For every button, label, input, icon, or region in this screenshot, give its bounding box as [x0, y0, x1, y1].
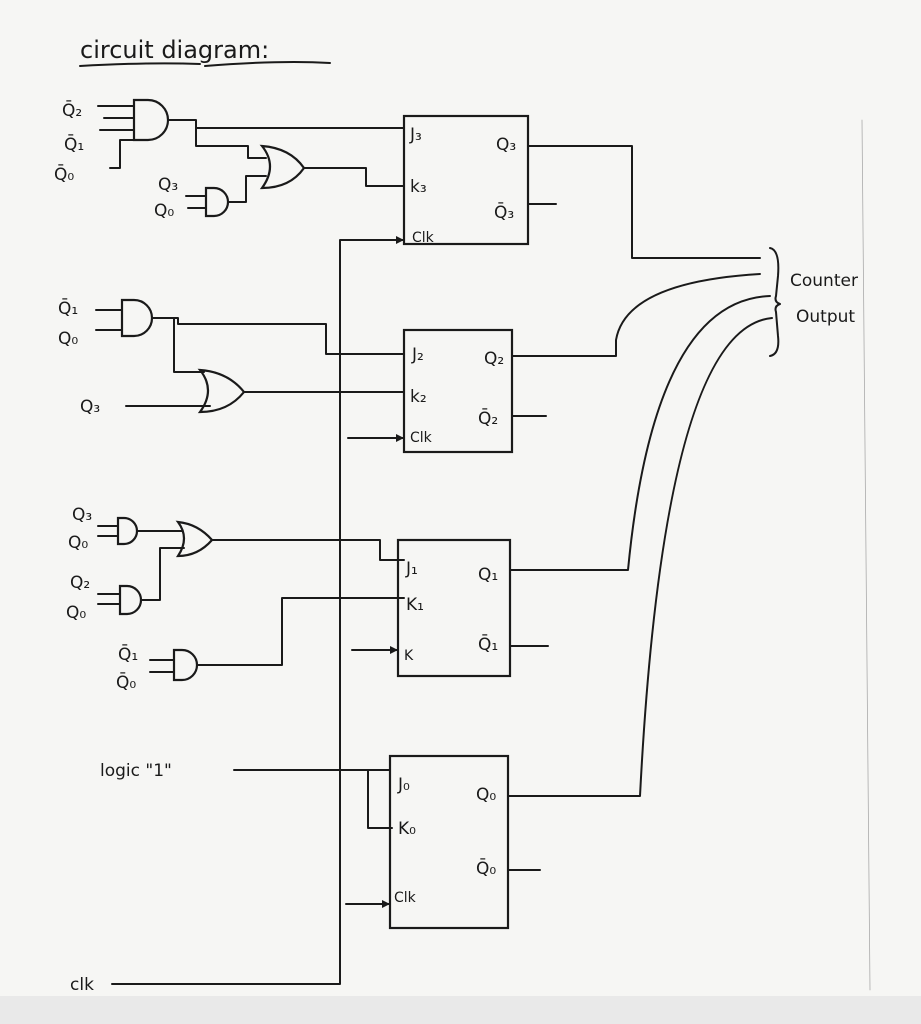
clk-label: clk	[70, 975, 94, 995]
g1-input-q2bar: Q̄₂	[62, 99, 82, 121]
ff2-j-label: J₂	[411, 345, 424, 365]
logic-one-label: logic "1"	[100, 761, 172, 781]
ff2-k-label: k₂	[410, 387, 427, 407]
paper-margin-line	[861, 119, 871, 991]
ff1-k-label: K₁	[406, 595, 424, 615]
g5-g6-wires	[97, 525, 185, 605]
and-gate-2	[204, 186, 230, 218]
or-gate-2	[197, 368, 246, 414]
g1-output-wire	[167, 119, 405, 159]
g6-input-q2: Q₂	[70, 573, 90, 593]
and-gate-5	[116, 516, 139, 546]
output-brace	[769, 247, 781, 357]
output-label-line2: Output	[796, 307, 855, 327]
ff1-j-label: J₁	[405, 559, 418, 579]
q3-output-wire	[527, 145, 761, 259]
diagram-title: circuit diagram:	[80, 36, 269, 64]
g1-input-q0bar: Q̄₀	[54, 163, 74, 185]
g7-input-q0bar: Q̄₀	[116, 671, 136, 693]
clock-bus	[111, 239, 405, 985]
ff3-clk-label: Clk	[412, 230, 435, 246]
or-gate-1	[259, 144, 306, 190]
ff1-q-label: Q₁	[478, 565, 498, 585]
flipflop-3	[402, 114, 530, 246]
flipflop-2	[402, 328, 514, 454]
g7-to-k1-wire	[149, 597, 405, 673]
ff3-q-label: Q₃	[496, 135, 516, 155]
output-label-line1: Counter	[790, 271, 858, 291]
and-gate-3	[120, 298, 154, 338]
or-gate-3	[175, 520, 214, 558]
ff2-qbar-label: Q̄₂	[478, 407, 498, 429]
or3-to-j1-wire	[211, 539, 405, 561]
and-gate-7	[172, 648, 199, 682]
bottom-band	[0, 996, 921, 1024]
ff0-clk-label: Clk	[394, 890, 417, 906]
g3-input-q0: Q₀	[58, 329, 78, 349]
g2-input-q0: Q₀	[154, 201, 174, 221]
ff1-qbar-label: Q̄₁	[478, 633, 498, 655]
g6-input-q0: Q₀	[66, 603, 86, 623]
q2-output-wire	[511, 273, 761, 357]
and-gate-1	[132, 98, 170, 142]
g2-input-q3: Q₃	[158, 175, 178, 195]
flipflop-0	[388, 754, 510, 930]
g1-input-wires	[97, 105, 135, 169]
g5-input-q0: Q₀	[68, 533, 88, 553]
or2-input-q3: Q₃	[80, 397, 100, 417]
ff1-clk-label: K	[404, 648, 414, 664]
ff2-clk-label: Clk	[410, 430, 433, 446]
g2-wires	[185, 175, 267, 209]
g3-input-q1bar: Q̄₁	[58, 297, 78, 319]
q0-output-wire	[507, 317, 773, 797]
ff0-k-label: K₀	[398, 819, 416, 839]
q1-output-wire	[509, 295, 771, 571]
g5-input-q3: Q₃	[72, 505, 92, 525]
ff0-q-label: Q₀	[476, 785, 496, 805]
ff3-k-label: k₃	[410, 177, 427, 197]
flipflop-1	[396, 538, 512, 678]
ff3-qbar-label: Q̄₃	[494, 201, 514, 223]
g7-input-q1bar: Q̄₁	[118, 643, 138, 665]
title-underline	[79, 61, 331, 67]
and-gate-6	[118, 584, 143, 616]
ff0-qbar-label: Q̄₀	[476, 857, 496, 879]
ff3-j-label: J₃	[409, 125, 422, 145]
g3-wires	[95, 309, 405, 373]
logic-one-wire	[233, 769, 393, 829]
g1-input-q1bar: Q̄₁	[64, 133, 84, 155]
or1-to-k3-wire	[303, 167, 405, 187]
ff0-j-label: J₀	[397, 775, 410, 795]
ff2-q-label: Q₂	[484, 349, 504, 369]
